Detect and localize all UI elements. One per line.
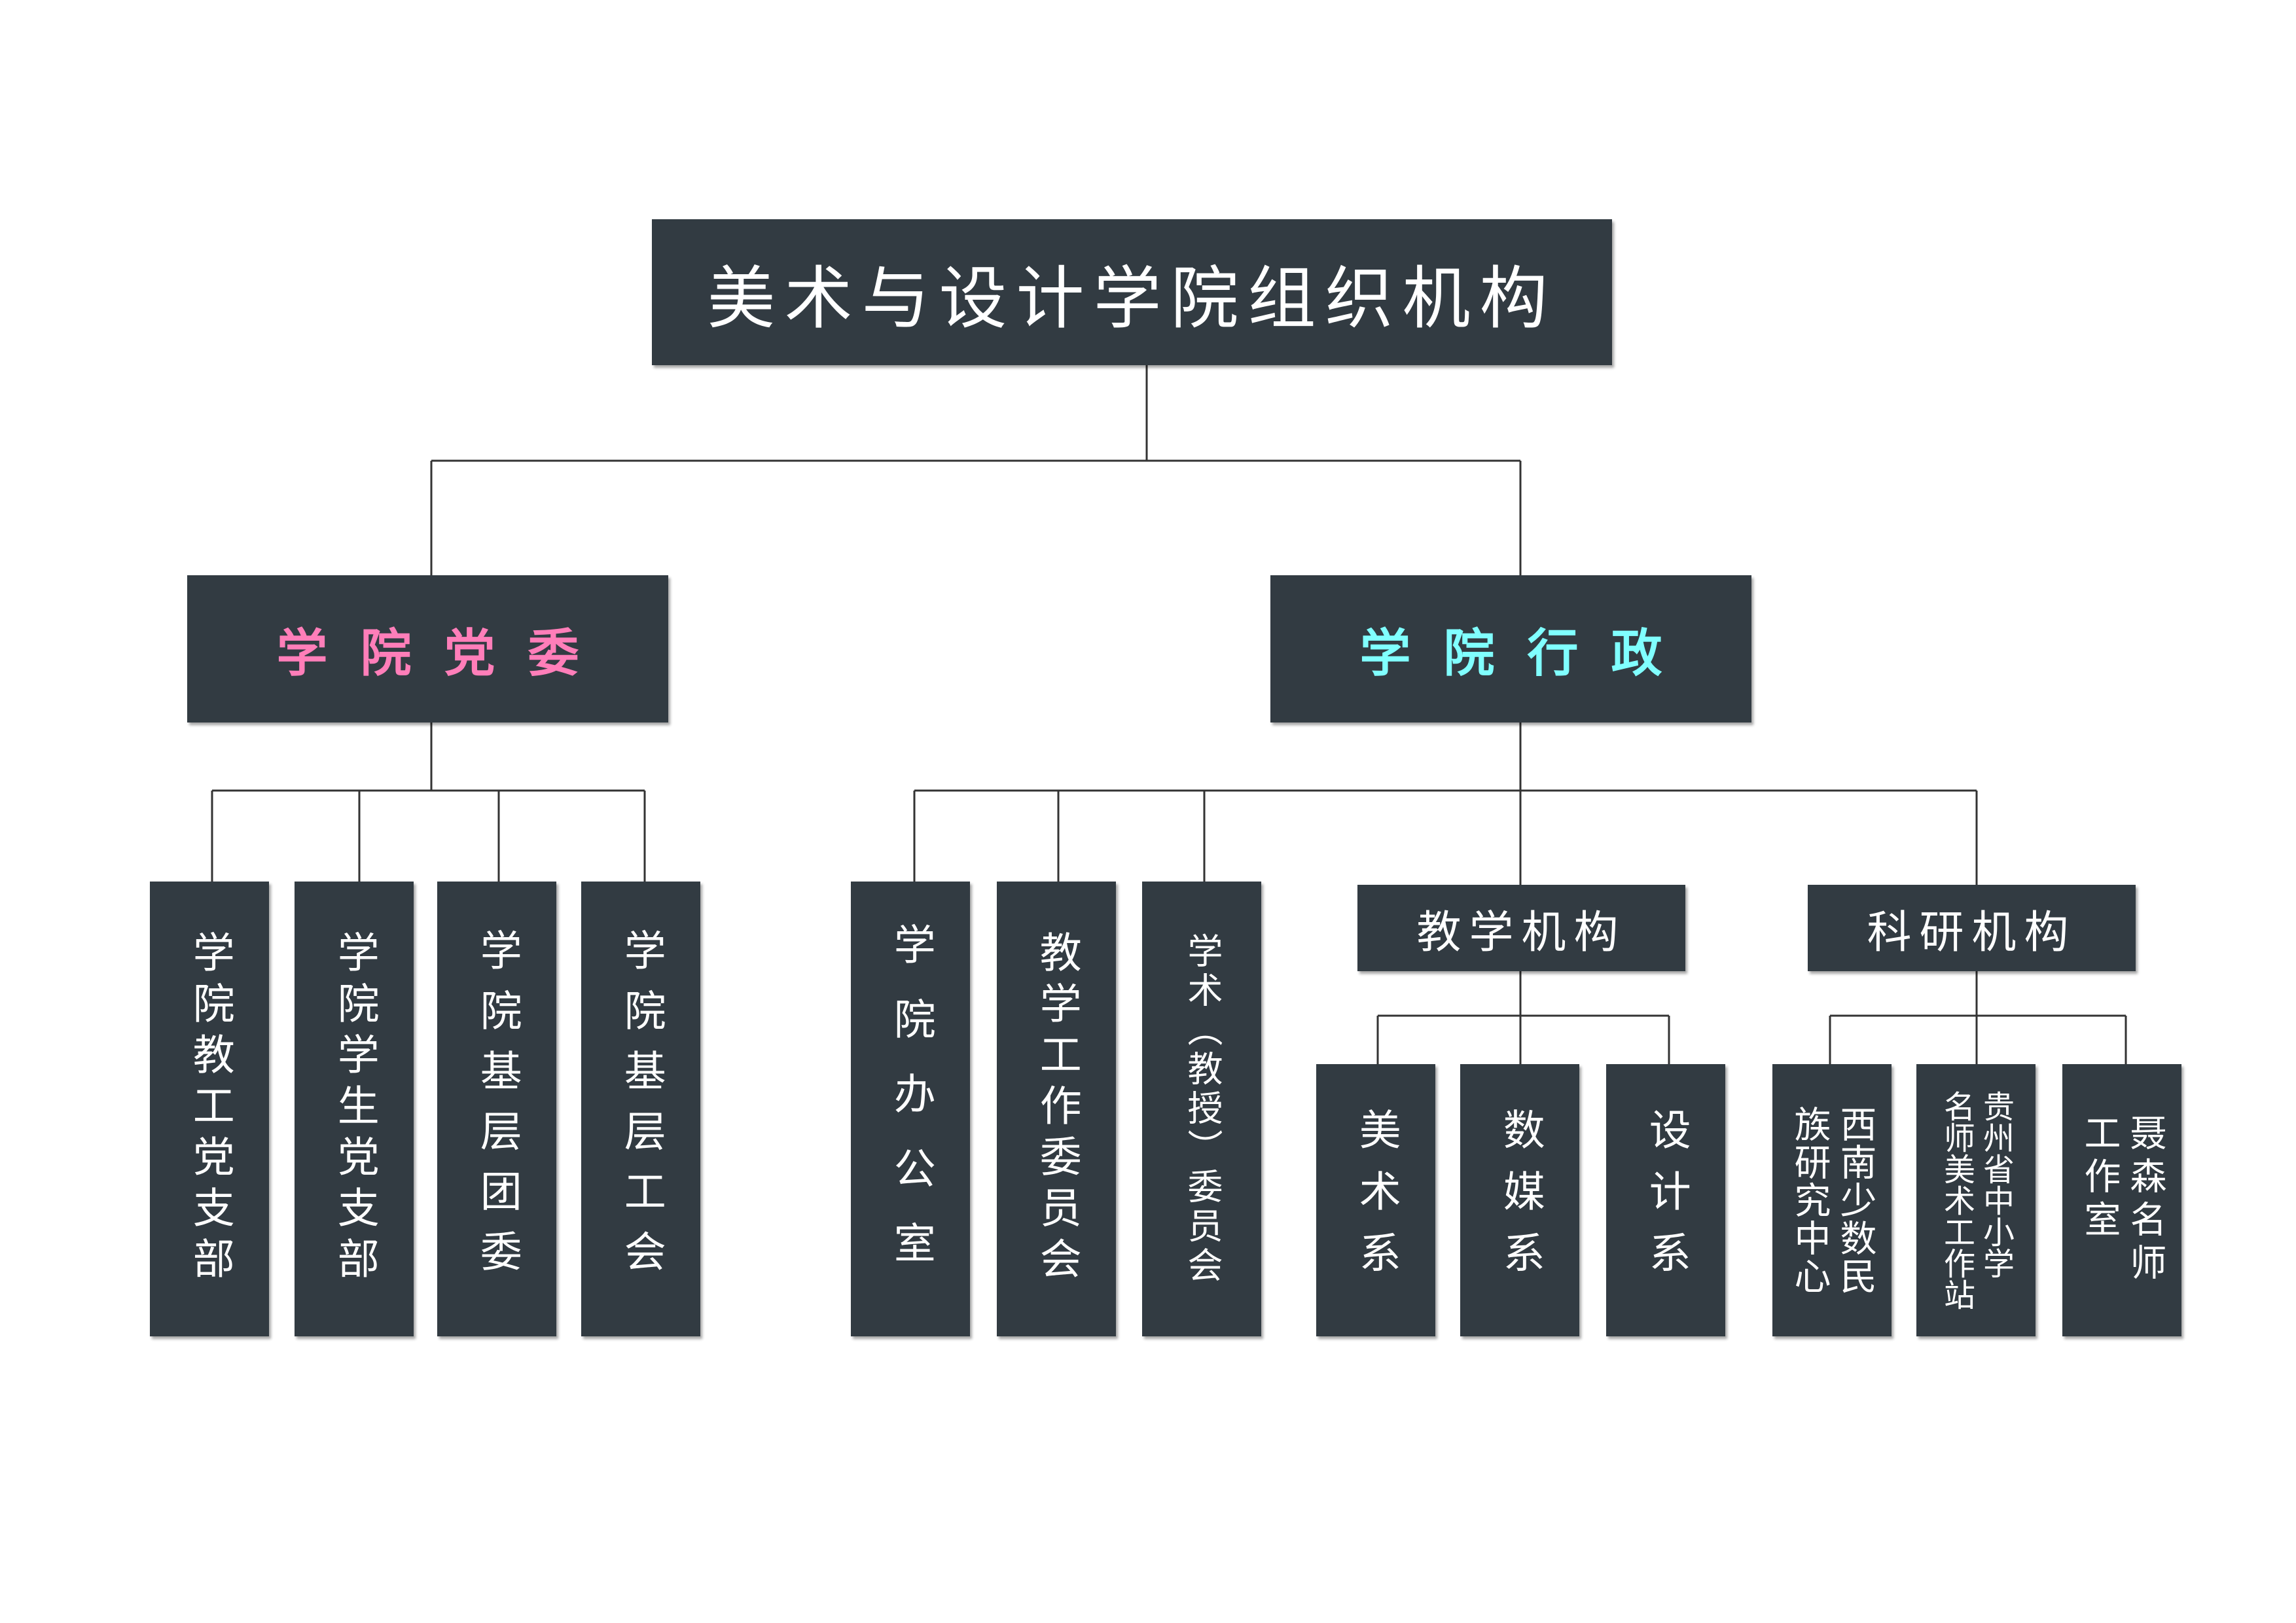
unit-label-line: 聂森名师: [2124, 1114, 2166, 1287]
unit-label: 西南少数民族研究中心: [1786, 1105, 1878, 1295]
unit-label: 学院教工党支部: [185, 930, 234, 1288]
research-label: 科研机构: [1867, 906, 2077, 959]
dept-design: 设计系: [1606, 1064, 1725, 1336]
college-party-committee: 学院党委: [187, 575, 668, 722]
party-unit-trade-union: 学院基层工会: [581, 882, 700, 1336]
unit-label: 学院基层团委: [473, 928, 522, 1290]
unit-label: 学院学生党支部: [330, 930, 379, 1288]
admin-unit-academic-committee: 学术（教授）委员会: [1142, 882, 1261, 1336]
teaching-label: 教学机构: [1416, 906, 1626, 959]
party-unit-student-branch: 学院学生党支部: [295, 882, 414, 1336]
connector-teaching: [1376, 971, 1670, 1064]
admin-label: 学院行政: [1359, 624, 1695, 683]
party-label: 学院党委: [276, 624, 612, 683]
research-southwest-ethnic-center: 西南少数民族研究中心: [1772, 1064, 1892, 1336]
unit-label: 聂森名师工作室: [2076, 1114, 2168, 1287]
connector-root: [430, 365, 1522, 575]
org-chart-title: 美术与设计学院组织机构: [652, 219, 1612, 365]
unit-label: 学院办公室: [886, 922, 935, 1296]
connector-research: [1829, 971, 2127, 1064]
unit-label-line: 工作室: [2078, 1114, 2121, 1243]
unit-label-line: 贵州省中小学: [1977, 1090, 2014, 1279]
college-administration: 学院行政: [1270, 575, 1751, 722]
unit-label-line: 西南少数民: [1834, 1105, 1876, 1295]
unit-label-line: 名师美术工作站: [1938, 1090, 1975, 1310]
research-institutions: 科研机构: [1808, 885, 2136, 971]
party-unit-faculty-branch: 学院教工党支部: [150, 882, 269, 1336]
unit-label: 设计系: [1641, 1108, 1691, 1293]
admin-unit-office: 学院办公室: [851, 882, 970, 1336]
unit-label-line: 族研究中心: [1788, 1105, 1831, 1295]
research-guizhou-master-teacher-station: 贵州省中小学名师美术工作站: [1916, 1064, 2036, 1336]
unit-label: 数媒系: [1496, 1108, 1545, 1293]
dept-digital-media: 数媒系: [1460, 1064, 1579, 1336]
title-text: 美术与设计学院组织机构: [707, 259, 1557, 338]
unit-label: 美术系: [1352, 1108, 1401, 1293]
connector-admin: [913, 722, 1978, 885]
dept-fine-arts: 美术系: [1316, 1064, 1435, 1336]
research-niesen-studio: 聂森名师工作室: [2062, 1064, 2181, 1336]
admin-unit-teaching-committee: 教学工作委员会: [997, 882, 1116, 1336]
teaching-institutions: 教学机构: [1357, 885, 1685, 971]
unit-label: 教学工作委员会: [1032, 930, 1081, 1288]
unit-label: 学院基层工会: [617, 928, 666, 1290]
unit-label: 贵州省中小学名师美术工作站: [1937, 1090, 2015, 1310]
unit-label: 学术（教授）委员会: [1181, 932, 1223, 1286]
party-unit-youth-league: 学院基层团委: [437, 882, 556, 1336]
connector-party: [211, 722, 646, 882]
